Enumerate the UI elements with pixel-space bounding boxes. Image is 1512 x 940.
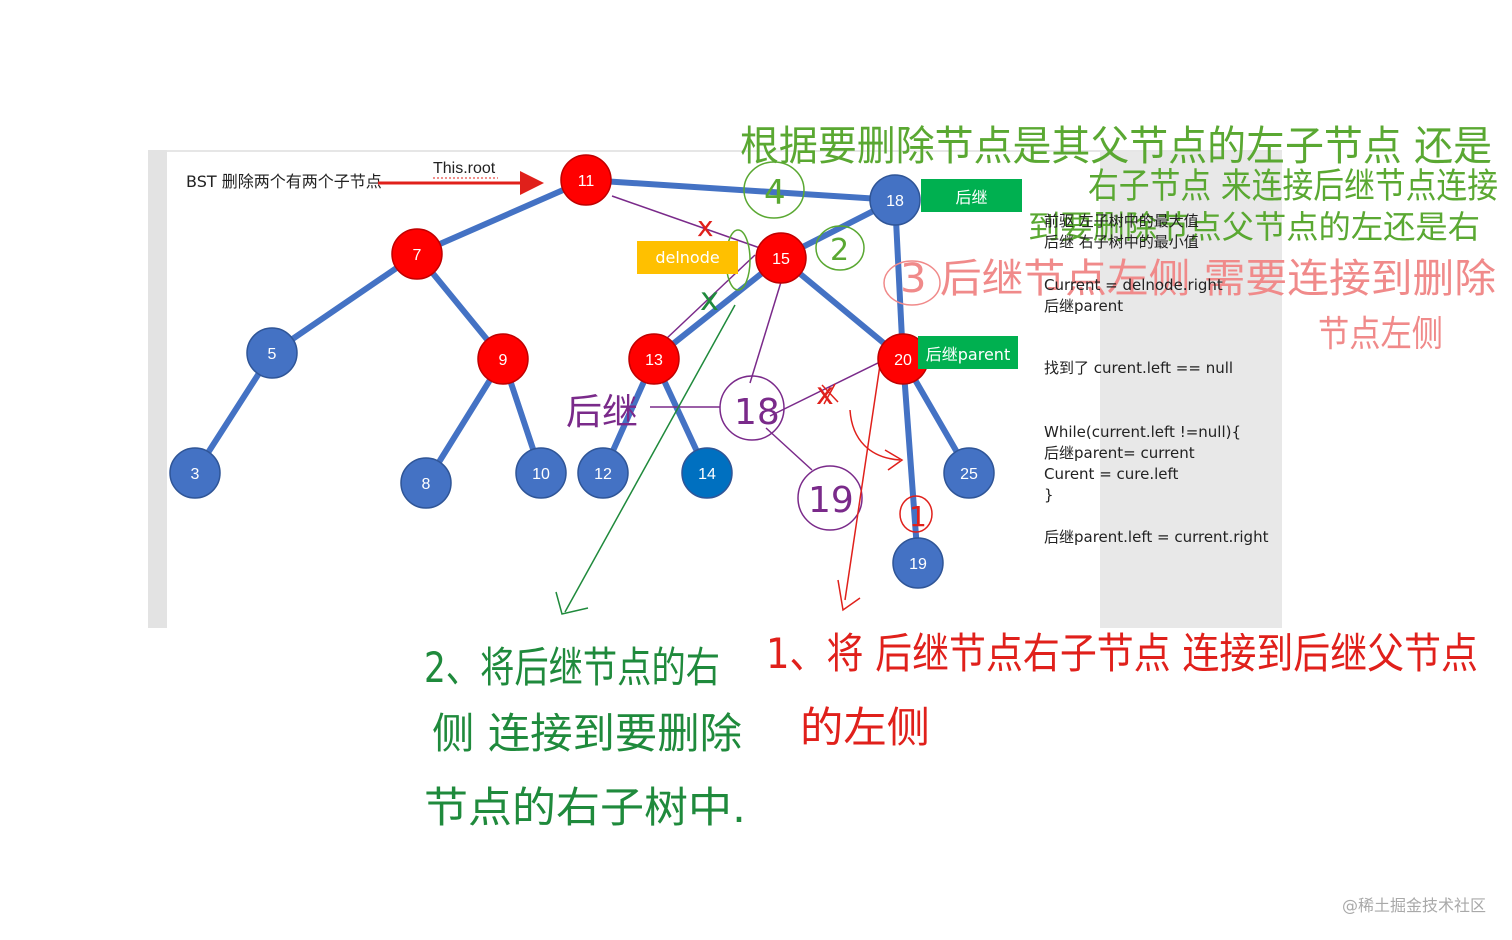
hand-green-circle-4: 4	[764, 173, 786, 213]
note-assign-parent: 后继parent= current	[1044, 444, 1195, 462]
note-close-brace: }	[1044, 486, 1054, 504]
delnode-tag: delnode	[637, 241, 738, 274]
tree-node-circle	[391, 228, 443, 280]
successor-tag: 后继	[921, 179, 1022, 212]
tree-edge-15-13	[651, 255, 784, 362]
hand-green-bottom-1: 2、将后继节点的右	[424, 643, 720, 692]
slide-right-panel	[1100, 150, 1282, 628]
tree-node-5: 5	[246, 327, 298, 379]
tree-edge-15-20	[778, 255, 906, 362]
watermark: @稀土掘金技术社区	[1341, 896, 1486, 915]
tree-edge-7-5	[269, 251, 420, 356]
note-predecessor: 前驱 左子树中的最大值	[1044, 212, 1199, 230]
tree-node-label: 10	[532, 466, 550, 483]
hand-x-mark-2: x	[700, 280, 719, 318]
tree-node-20: 20	[877, 333, 929, 385]
tree-node-label: 15	[772, 251, 790, 268]
tree-node-circle	[755, 232, 807, 284]
tree-edge-11-7	[414, 177, 589, 257]
tree-node-18: 18	[869, 174, 921, 226]
tree-node-label: 3	[191, 466, 200, 483]
tree-node-label: 9	[499, 352, 508, 369]
hand-green-top-2: 右子节点 来连接后继节点连接	[1088, 167, 1498, 207]
hand-green-bottom-2: 侧 连接到要删除	[432, 709, 742, 758]
tree-node-label: 14	[698, 466, 716, 483]
tree-edge-18-20	[892, 197, 906, 362]
tree-edge-20-19	[900, 356, 921, 566]
hand-x-mark-3: x	[816, 377, 834, 412]
note-while: While(current.left !=null){	[1044, 423, 1242, 441]
tree-node-label: 19	[909, 556, 927, 573]
tree-node-circle	[577, 447, 629, 499]
tree-node-19: 19	[892, 537, 944, 589]
pink-circle-annotation	[883, 260, 941, 306]
tree-node-circle	[400, 457, 452, 509]
tree-node-14: 14	[681, 447, 733, 499]
tree-node-circle	[477, 333, 529, 385]
tree-node-label: 5	[268, 346, 277, 363]
tree-node-circle	[943, 447, 995, 499]
tree-node-circle	[515, 447, 567, 499]
tree-node-label: 11	[578, 173, 595, 190]
hand-red-bottom-2: 的左侧	[800, 703, 930, 752]
hand-x-mark-1: x	[697, 210, 714, 243]
tree-node-circle	[246, 327, 298, 379]
hand-pink-3: 3 后继节点左侧 需要连接到删除	[900, 256, 1496, 302]
note-assign-current: Curent = cure.left	[1044, 465, 1179, 483]
hand-green-top-1: 根据要删除节点是其父节点的左子节点 还是	[740, 122, 1492, 170]
slide-title: BST 删除两个有两个子节点	[186, 172, 382, 191]
slide-background	[148, 150, 1282, 628]
tree-node-circle	[892, 537, 944, 589]
slide-left-bar	[148, 150, 167, 628]
green-long-arrow	[555, 304, 736, 615]
hand-purple-successor: 后继	[566, 392, 638, 433]
tree-node-label: 8	[422, 476, 431, 493]
hand-purple-18: 18	[734, 392, 780, 433]
hand-purple-19: 19	[808, 480, 854, 521]
tree-node-3: 3	[169, 447, 221, 499]
tree-node-7: 7	[391, 228, 443, 280]
tree-node-13: 13	[628, 333, 680, 385]
tree-node-circle	[628, 333, 680, 385]
hand-green-top-3: 到要删除节点父节点的左还是右	[1028, 208, 1480, 246]
tree-node-label: 25	[960, 466, 978, 483]
green-circle-annotations	[743, 161, 865, 271]
tree-node-label: 13	[645, 352, 663, 369]
tree-node-15: 15	[755, 232, 807, 284]
tree-node-10: 10	[515, 447, 567, 499]
successor-parent-tag: 后继parent	[918, 336, 1018, 369]
note-found: 找到了 curent.left == null	[1044, 359, 1234, 377]
slide-top-border	[167, 150, 1282, 152]
tree-node-label: 12	[594, 466, 612, 483]
hand-red-circle-1: 1	[909, 500, 927, 533]
hand-red-bottom-1: 1、将 后继节点右子节点 连接到后继父节点	[766, 629, 1478, 678]
handwriting-text: 根据要删除节点是其父节点的左子节点 还是 右子节点 来连接后继节点连接 到要删除…	[424, 122, 1498, 832]
tree-node-circle	[169, 447, 221, 499]
tree-node-12: 12	[577, 447, 629, 499]
note-successor: 后继 右子树中的最小值	[1044, 233, 1199, 251]
tree-node-label: 20	[894, 352, 912, 369]
tree-node-circle	[869, 174, 921, 226]
note-current-init: Current = delnode.right	[1044, 276, 1223, 294]
tree-node-9: 9	[477, 333, 529, 385]
note-final-assign: 后继parent.left = current.right	[1044, 528, 1269, 546]
hand-pink-3b: 节点左侧	[1318, 314, 1443, 355]
tree-node-circle	[560, 154, 612, 206]
hand-green-circle-2: 2	[830, 233, 849, 268]
tree-node-8: 8	[400, 457, 452, 509]
tree-node-label: 18	[886, 193, 904, 210]
tree-node-label: 7	[413, 247, 422, 264]
root-label: This.root	[433, 160, 496, 177]
hand-green-bottom-3: 节点的右子树中.	[424, 783, 746, 832]
note-successor-parent: 后继parent	[1044, 297, 1124, 315]
tree-node-11: 11	[560, 154, 612, 206]
tree-node-25: 25	[943, 447, 995, 499]
tree-edge-11-18	[583, 177, 898, 203]
tree-node-circle	[681, 447, 733, 499]
red-annotations	[821, 364, 933, 612]
